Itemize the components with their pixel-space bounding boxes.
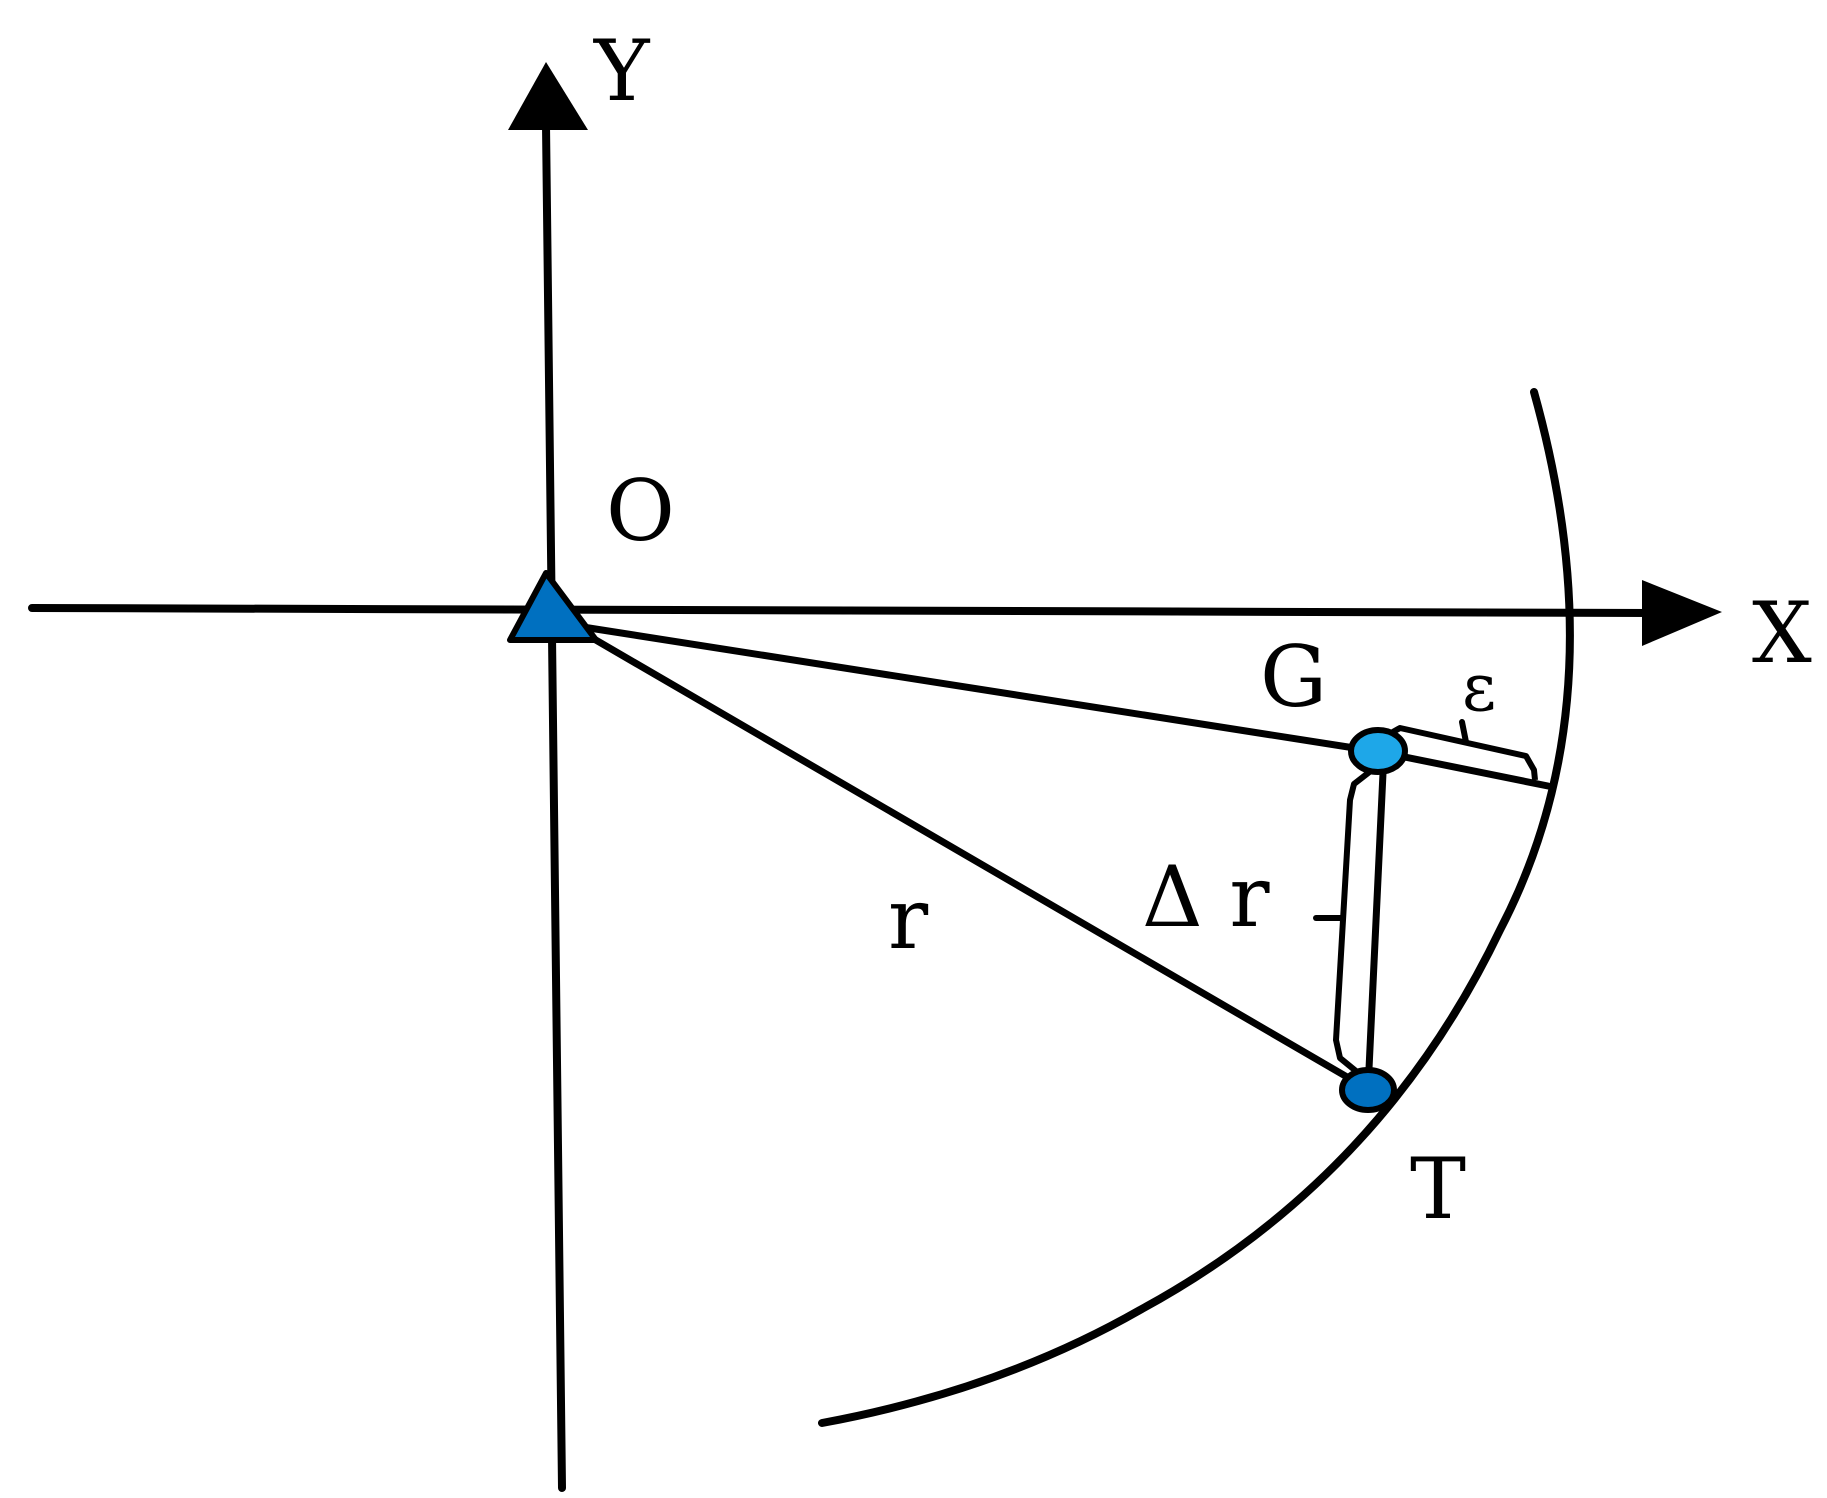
x-axis-arrowhead bbox=[1642, 580, 1722, 646]
origin-label: O bbox=[606, 462, 675, 560]
origin-marker bbox=[507, 570, 599, 643]
line-origin-to-t bbox=[566, 621, 1370, 1092]
radius-label: r bbox=[888, 870, 929, 968]
delta-r-bracket bbox=[1333, 767, 1374, 1079]
y-axis-line bbox=[542, 121, 566, 1492]
y-axis-arrowhead bbox=[508, 62, 588, 130]
point-t-label: T bbox=[1410, 1140, 1466, 1238]
y-axis-label: Y bbox=[593, 22, 651, 120]
x-axis-line bbox=[28, 604, 1656, 617]
point-g-marker bbox=[1348, 727, 1408, 775]
epsilon-label: ε bbox=[1462, 649, 1496, 726]
point-t-marker bbox=[1339, 1067, 1397, 1113]
epsilon-tick bbox=[1459, 719, 1469, 745]
line-g-to-t bbox=[1364, 748, 1388, 1094]
line-origin-to-g bbox=[566, 621, 1384, 756]
delta-r-label: Δ r bbox=[1142, 848, 1270, 946]
point-g-label: G bbox=[1260, 628, 1327, 726]
range-arc bbox=[818, 388, 1574, 1427]
line-g-to-arc bbox=[1376, 748, 1552, 790]
x-axis-label: X bbox=[1752, 584, 1812, 682]
